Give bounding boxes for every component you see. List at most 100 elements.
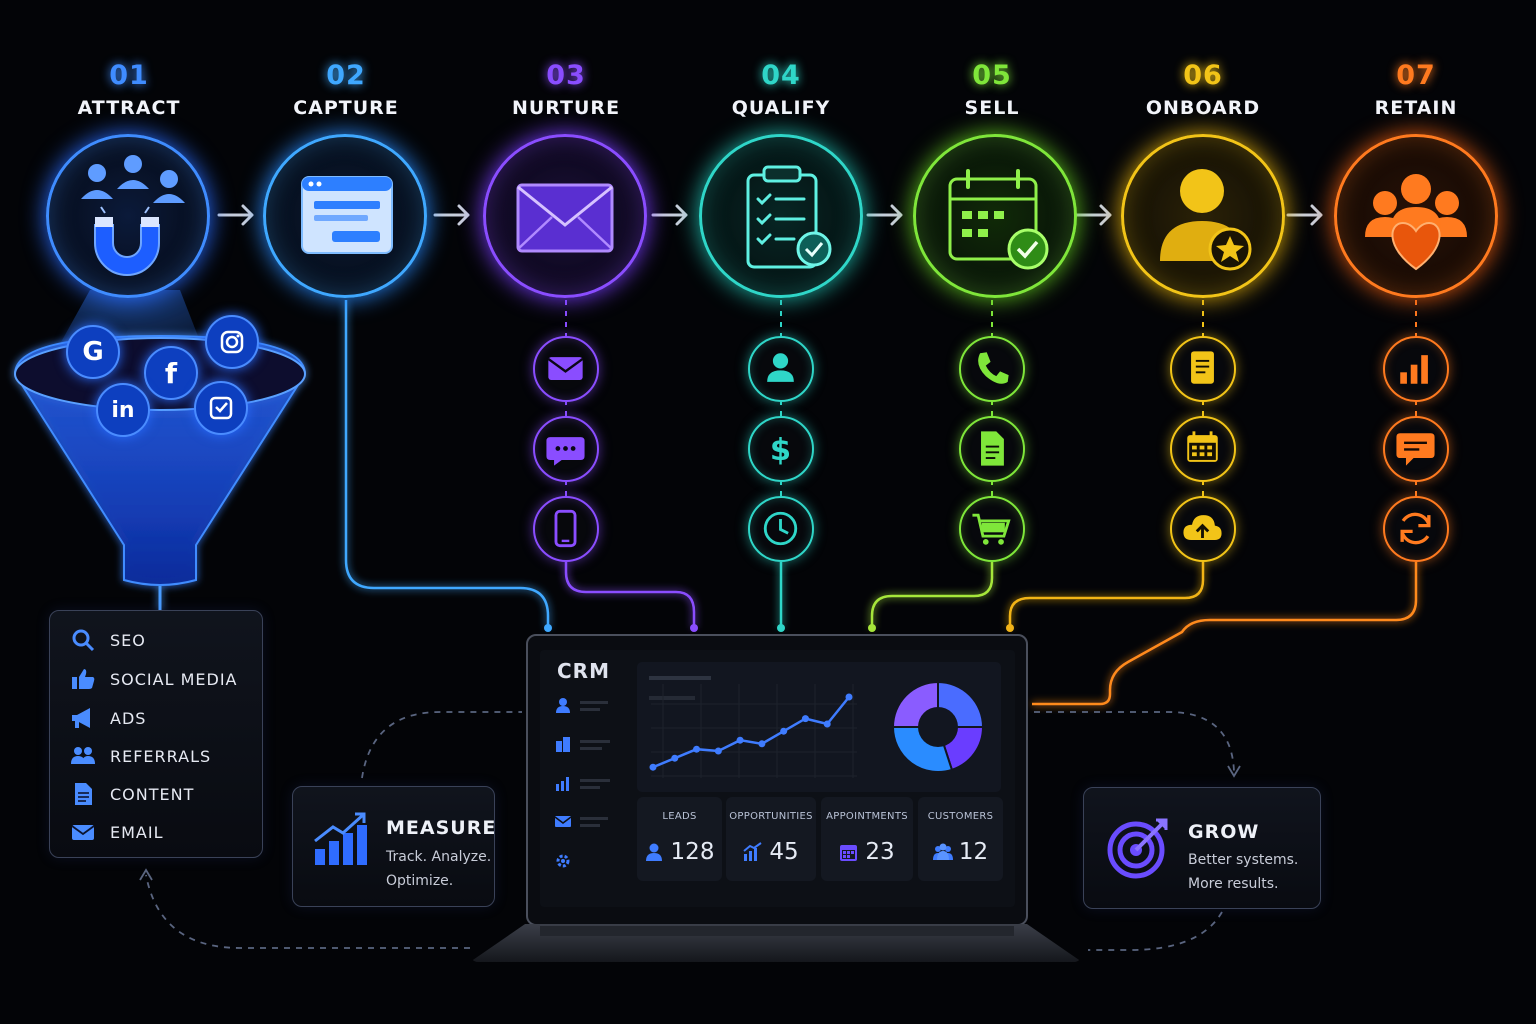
grow-line1: Better systems.	[1188, 852, 1299, 868]
group-icon	[932, 843, 953, 860]
stage-number: 03	[546, 60, 586, 91]
source-item-social-media: SOCIAL MEDIA	[70, 664, 237, 694]
qualify-sub-circle[interactable]: $	[748, 416, 814, 482]
stage-label: SELL	[964, 97, 1020, 119]
stat-card-leads[interactable]: LEADS 128	[637, 797, 722, 881]
bar-chart-icon	[556, 777, 569, 791]
stage-circle-attract[interactable]	[46, 134, 210, 298]
onboard-sub-circle[interactable]	[1170, 496, 1236, 562]
stage-circle-sell[interactable]	[913, 134, 1077, 298]
onboard-sub-circle[interactable]	[1170, 336, 1236, 402]
trend-point	[845, 693, 853, 701]
crm-title: CRM	[557, 659, 610, 683]
crm-nav-settings[interactable]	[554, 852, 576, 874]
source-item-ads: ADS	[70, 703, 146, 733]
qualify-sub-circle[interactable]	[748, 496, 814, 562]
onboard-sub-circle[interactable]	[1170, 416, 1236, 482]
sell-sub-circle[interactable]	[959, 416, 1025, 482]
laptop-keyboard-strip	[540, 926, 1014, 936]
stage-number: 04	[761, 60, 801, 91]
trend-point	[693, 745, 701, 753]
stat-label: LEADS	[662, 811, 697, 822]
crm-nav-companies[interactable]	[554, 735, 614, 757]
checklist-icon	[746, 165, 832, 269]
gear-icon	[556, 854, 570, 868]
facebook-logo-bubble: f	[144, 346, 198, 400]
stage-number: 05	[972, 60, 1012, 91]
clock-icon	[763, 511, 798, 546]
cart-icon	[972, 513, 1011, 545]
mail-icon	[554, 816, 572, 827]
retain-sub-circle[interactable]	[1383, 496, 1449, 562]
message-logo-bubble	[194, 381, 248, 435]
crm-nav-messages[interactable]	[554, 812, 614, 834]
retain-sub-circle[interactable]	[1383, 416, 1449, 482]
instagram-logo-bubble	[205, 315, 259, 369]
crm-nav-reports[interactable]	[554, 774, 614, 796]
stat-card-customers[interactable]: CUSTOMERS 12	[918, 797, 1003, 881]
retain-sub-circle[interactable]	[1383, 336, 1449, 402]
stage-circle-retain[interactable]	[1334, 134, 1498, 298]
stage-circle-onboard[interactable]	[1121, 134, 1285, 298]
stat-value: 128	[670, 839, 715, 865]
measure-title: MEASURE	[386, 817, 497, 839]
calendar-check-icon	[948, 169, 1049, 270]
grow-panel: GROW Better systems. More results.	[1083, 787, 1321, 909]
email-icon	[547, 357, 584, 380]
growth-chart-icon	[743, 842, 762, 861]
phone-icon	[978, 352, 1009, 384]
nurture-sub-circle[interactable]	[533, 336, 599, 402]
stage-number: 01	[109, 60, 149, 91]
user-icon	[767, 353, 794, 382]
instagram-icon	[220, 330, 244, 354]
source-label: CONTENT	[110, 784, 195, 804]
crm-donut-chart	[891, 680, 985, 773]
sell-sub-circle[interactable]	[959, 496, 1025, 562]
nurture-sub-circle[interactable]	[533, 496, 599, 562]
building-icon	[556, 737, 570, 752]
lead-sources-panel: SEO SOCIAL MEDIA ADS REFERRALS CONTENT E…	[49, 610, 263, 858]
stat-card-appointments[interactable]: APPOINTMENTS 23	[821, 797, 913, 881]
source-label: ADS	[110, 708, 147, 728]
measure-panel: MEASURE Track. Analyze. Optimize.	[292, 786, 495, 907]
stage-arrows	[217, 204, 1323, 226]
crm-chart-card	[637, 662, 1001, 792]
svg-text:$: $	[770, 433, 791, 468]
stage-circle-capture[interactable]	[263, 134, 427, 298]
linkedin-logo-bubble: in	[96, 383, 150, 437]
stat-value-row: 12	[918, 839, 1003, 865]
stage-label: RETAIN	[1374, 97, 1458, 119]
mail-icon	[71, 825, 95, 840]
crm-nav-contacts[interactable]	[554, 696, 614, 718]
stat-value-row: 128	[637, 839, 722, 865]
message-icon	[1396, 433, 1435, 466]
qualify-sub-circle[interactable]	[748, 336, 814, 402]
megaphone-icon	[72, 708, 90, 728]
source-label: REFERRALS	[110, 746, 212, 766]
crm-sidebar	[540, 688, 624, 907]
form-window-icon	[301, 176, 393, 254]
trend-point	[649, 763, 657, 771]
calendar-icon	[1187, 431, 1218, 462]
stage-circle-qualify[interactable]	[699, 134, 863, 298]
nurture-sub-circle[interactable]	[533, 416, 599, 482]
magnet-people-icon	[81, 155, 185, 276]
stat-card-opportunities[interactable]: OPPORTUNITIES 45	[726, 797, 816, 881]
source-label: SEO	[110, 630, 146, 650]
stage-label: QUALIFY	[731, 97, 831, 119]
stage-label: CAPTURE	[293, 97, 399, 119]
stat-value-row: 45	[726, 839, 816, 865]
grow-title: GROW	[1188, 821, 1260, 843]
stat-value: 23	[865, 839, 895, 865]
stage-label: ONBOARD	[1145, 97, 1261, 119]
thumbs-up-icon	[72, 669, 95, 689]
stage-label: ATTRACT	[77, 97, 181, 119]
source-item-email: EMAIL	[70, 817, 164, 847]
sell-sub-circle[interactable]	[959, 336, 1025, 402]
document-icon	[981, 431, 1004, 466]
stage-number: 07	[1396, 60, 1436, 91]
stage-number: 06	[1183, 60, 1223, 91]
people-icon	[71, 747, 95, 764]
stage-circle-nurture[interactable]	[483, 134, 647, 298]
search-icon	[72, 629, 95, 652]
